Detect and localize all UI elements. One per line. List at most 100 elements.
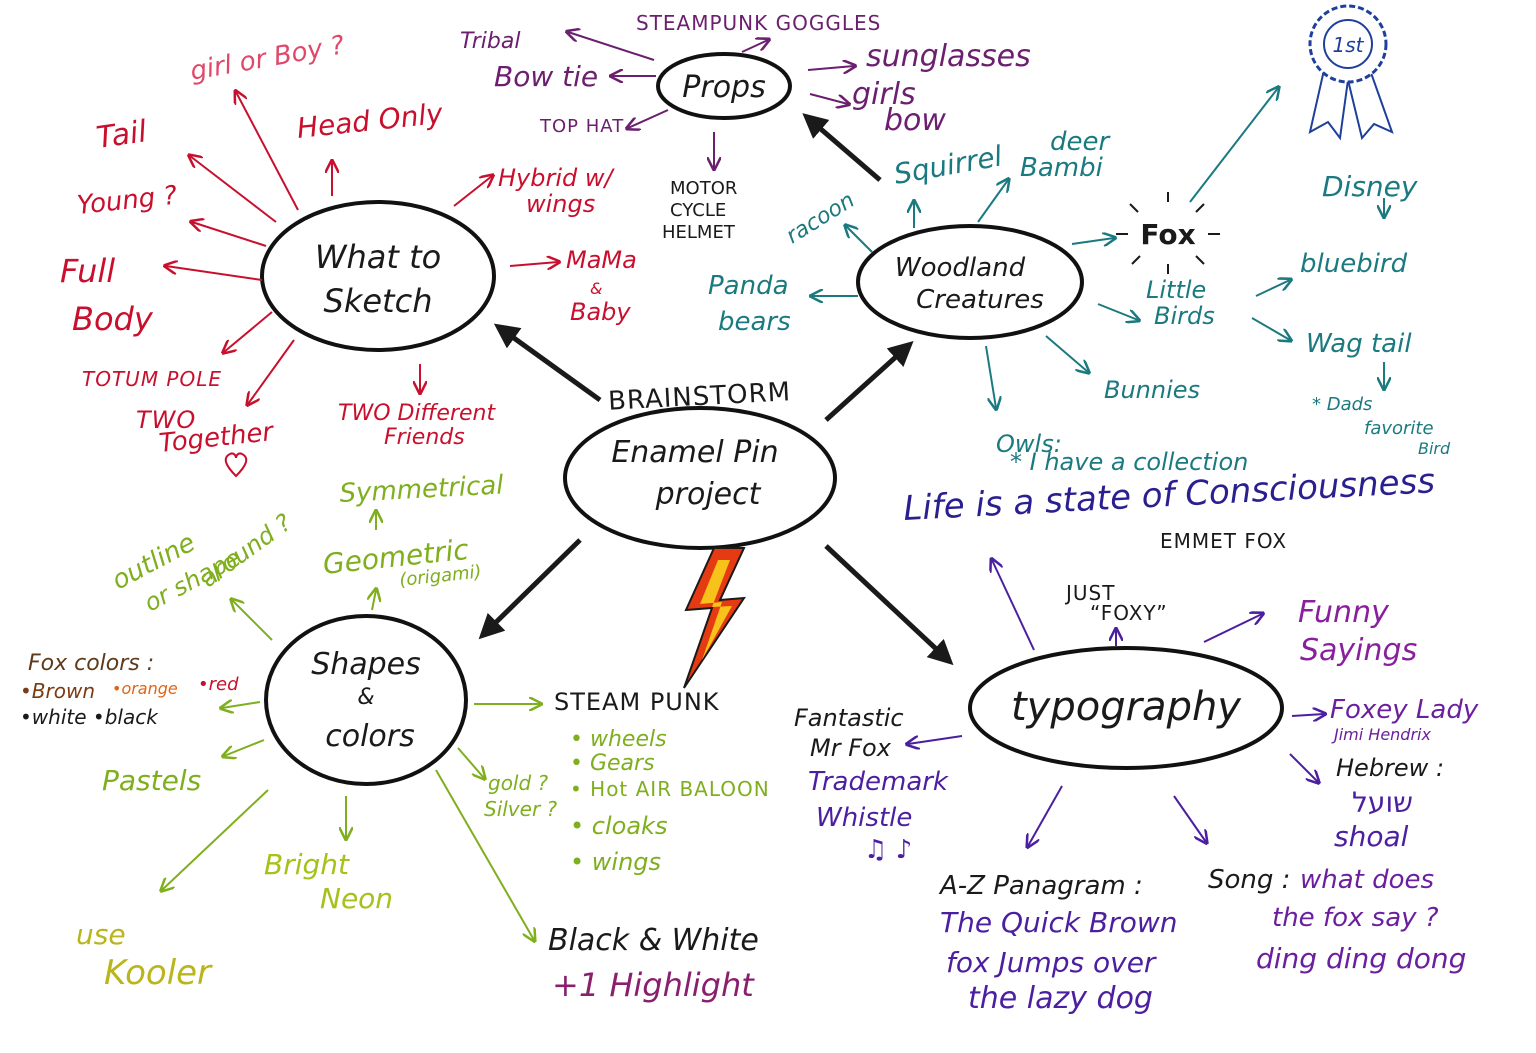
center-line1: Enamel Pin (611, 435, 778, 470)
props-node: Props (656, 52, 792, 120)
panda-label-1: Panda (708, 271, 789, 301)
what-to-sketch-line1: What to (315, 238, 441, 276)
shapes-arrows (162, 512, 540, 940)
lightning-bolt-icon (683, 547, 746, 689)
motorcycle-label-2: CYCLE (670, 200, 726, 221)
woodland-line2: Creatures (916, 285, 1044, 315)
girls-bow-label-1: girls (852, 77, 916, 112)
bunnies-label: Bunnies (1104, 376, 1200, 404)
bluebird-label: bluebird (1300, 249, 1408, 279)
little-birds-label-1: Little (1146, 276, 1206, 304)
white-black-label: •white •black (20, 705, 159, 729)
ribbon-label: 1st (1333, 33, 1365, 57)
quote-author: EMMET FOX (1160, 529, 1287, 553)
props-arrows (568, 32, 854, 168)
main-branches (478, 113, 954, 666)
shapes-line1: Shapes (311, 647, 421, 682)
trademark-label-2: Whistle (816, 803, 912, 833)
shapes-line3: colors (325, 719, 415, 754)
foxey-label-1: Foxey Lady (1330, 695, 1479, 725)
typography-items: JUST “FOXY” Funny Sayings Foxey Lady Jim… (794, 581, 1479, 1016)
owls-label-2: * I have a collection (1010, 448, 1248, 476)
pastels-label: Pastels (102, 764, 201, 797)
steampunk-item-1: • wheels (570, 727, 667, 752)
girls-bow-label-2: bow (884, 103, 946, 138)
gold-silver-label-2: Silver ? (484, 797, 558, 821)
fox-colors-label: Fox colors : (28, 651, 154, 676)
what-to-sketch-line2: Sketch (324, 282, 433, 320)
mama-label-2: & (590, 279, 602, 298)
symmetrical-label: Symmetrical (339, 470, 505, 509)
shapes-oval (264, 614, 468, 786)
mama-label-1: MaMa (566, 246, 637, 274)
foxey-label-2: Jimi Hendrix (1331, 725, 1431, 744)
sunglasses-label: sunglasses (866, 39, 1031, 74)
gold-silver-label-1: gold ? (488, 771, 549, 795)
hybrid-label-1: Hybrid w/ (498, 164, 616, 192)
black-white-label-2: +1 Highlight (552, 966, 755, 1004)
arrow-to-woodland (824, 340, 914, 422)
owls-label-1: Owls: (996, 430, 1062, 458)
center-node: BRAINSTORM Enamel Pin project (563, 377, 837, 550)
steampunk-goggles-label: STEAMPUNK GOGGLES (636, 11, 881, 35)
song-label-4: ding ding dong (1256, 942, 1466, 975)
panda-label-2: bears (718, 307, 791, 337)
sketch-arrows (166, 92, 558, 404)
typography-node: typography (968, 646, 1284, 770)
steampunk-item-3: • Hot AIR BALOON (570, 777, 770, 801)
top-hat-label: TOP HAT (539, 116, 624, 137)
red-label: •red (198, 674, 239, 695)
two-different-label-2: Friends (384, 425, 465, 450)
outline-label-3: around ? (195, 508, 297, 593)
totem-pole-label: TOTUM POLE (82, 367, 222, 391)
song-label-2: what does (1300, 865, 1434, 895)
mama-label-3: Baby (570, 298, 631, 326)
girl-or-boy-label: girl or Boy ? (188, 30, 347, 87)
dads-label-2: favorite (1364, 418, 1434, 439)
dads-label-3: Bird (1418, 439, 1451, 458)
two-different-label-1: TWO Different (338, 401, 496, 426)
bright-neon-label-2: Neon (320, 882, 393, 915)
shapes-node: Shapes & colors (264, 614, 468, 786)
head-only-label: Head Only (295, 97, 444, 145)
az-label-4: the lazy dog (968, 981, 1153, 1016)
tail-label: Tail (94, 114, 149, 156)
az-label-2: The Quick Brown (940, 906, 1178, 939)
woodland-items: racoon Squirrel deer Bambi Fox Disney bl… (708, 127, 1451, 476)
trademark-label-1: Trademark (808, 767, 949, 797)
center-oval (563, 406, 837, 550)
typography-arrows (908, 560, 1324, 846)
motorcycle-label-1: MOTOR (670, 178, 737, 199)
deer-label: deer (1050, 127, 1111, 157)
woodland-arrows (812, 88, 1384, 408)
hebrew-label-1: Hebrew : (1336, 754, 1444, 782)
motorcycle-label-3: HELMET (662, 222, 736, 243)
steampunk-block: STEAM PUNK • wheels • Gears • Hot AIR BA… (554, 688, 770, 876)
bow-tie-label: Bow tie (494, 60, 598, 93)
bambi-label: Bambi (1020, 153, 1104, 183)
first-place-ribbon-icon: 1st (1308, 4, 1394, 141)
use-kooler-label-1: use (76, 918, 126, 951)
props-items: STEAMPUNK GOGGLES Tribal Bow tie sunglas… (460, 11, 1031, 243)
typography-label: typography (1011, 684, 1242, 730)
disney-label: Disney (1322, 170, 1418, 203)
steampunk-item-5: • wings (570, 848, 661, 876)
fox-burst-icon (1116, 192, 1220, 274)
arrow-to-typography (824, 544, 954, 666)
bright-neon-label-1: Bright (264, 848, 350, 881)
squirrel-label: Squirrel (891, 139, 1004, 190)
song-label-3: the fox say ? (1272, 903, 1439, 933)
woodland-node: Woodland Creatures (856, 224, 1084, 340)
hybrid-label-2: wings (526, 190, 595, 218)
full-body-label-2: Body (72, 300, 154, 338)
props-oval (656, 52, 792, 120)
little-birds-label-2: Birds (1154, 302, 1215, 330)
brown-label: •Brown (20, 679, 95, 703)
woodland-oval (856, 224, 1084, 340)
full-body-label-1: Full (60, 252, 115, 290)
steampunk-item-2: • Gears (570, 751, 655, 776)
racoon-label: racoon (782, 188, 859, 249)
quote-block: Life is a state of Consciousness EMMET F… (902, 461, 1435, 553)
steampunk-item-4: • cloaks (570, 812, 667, 840)
